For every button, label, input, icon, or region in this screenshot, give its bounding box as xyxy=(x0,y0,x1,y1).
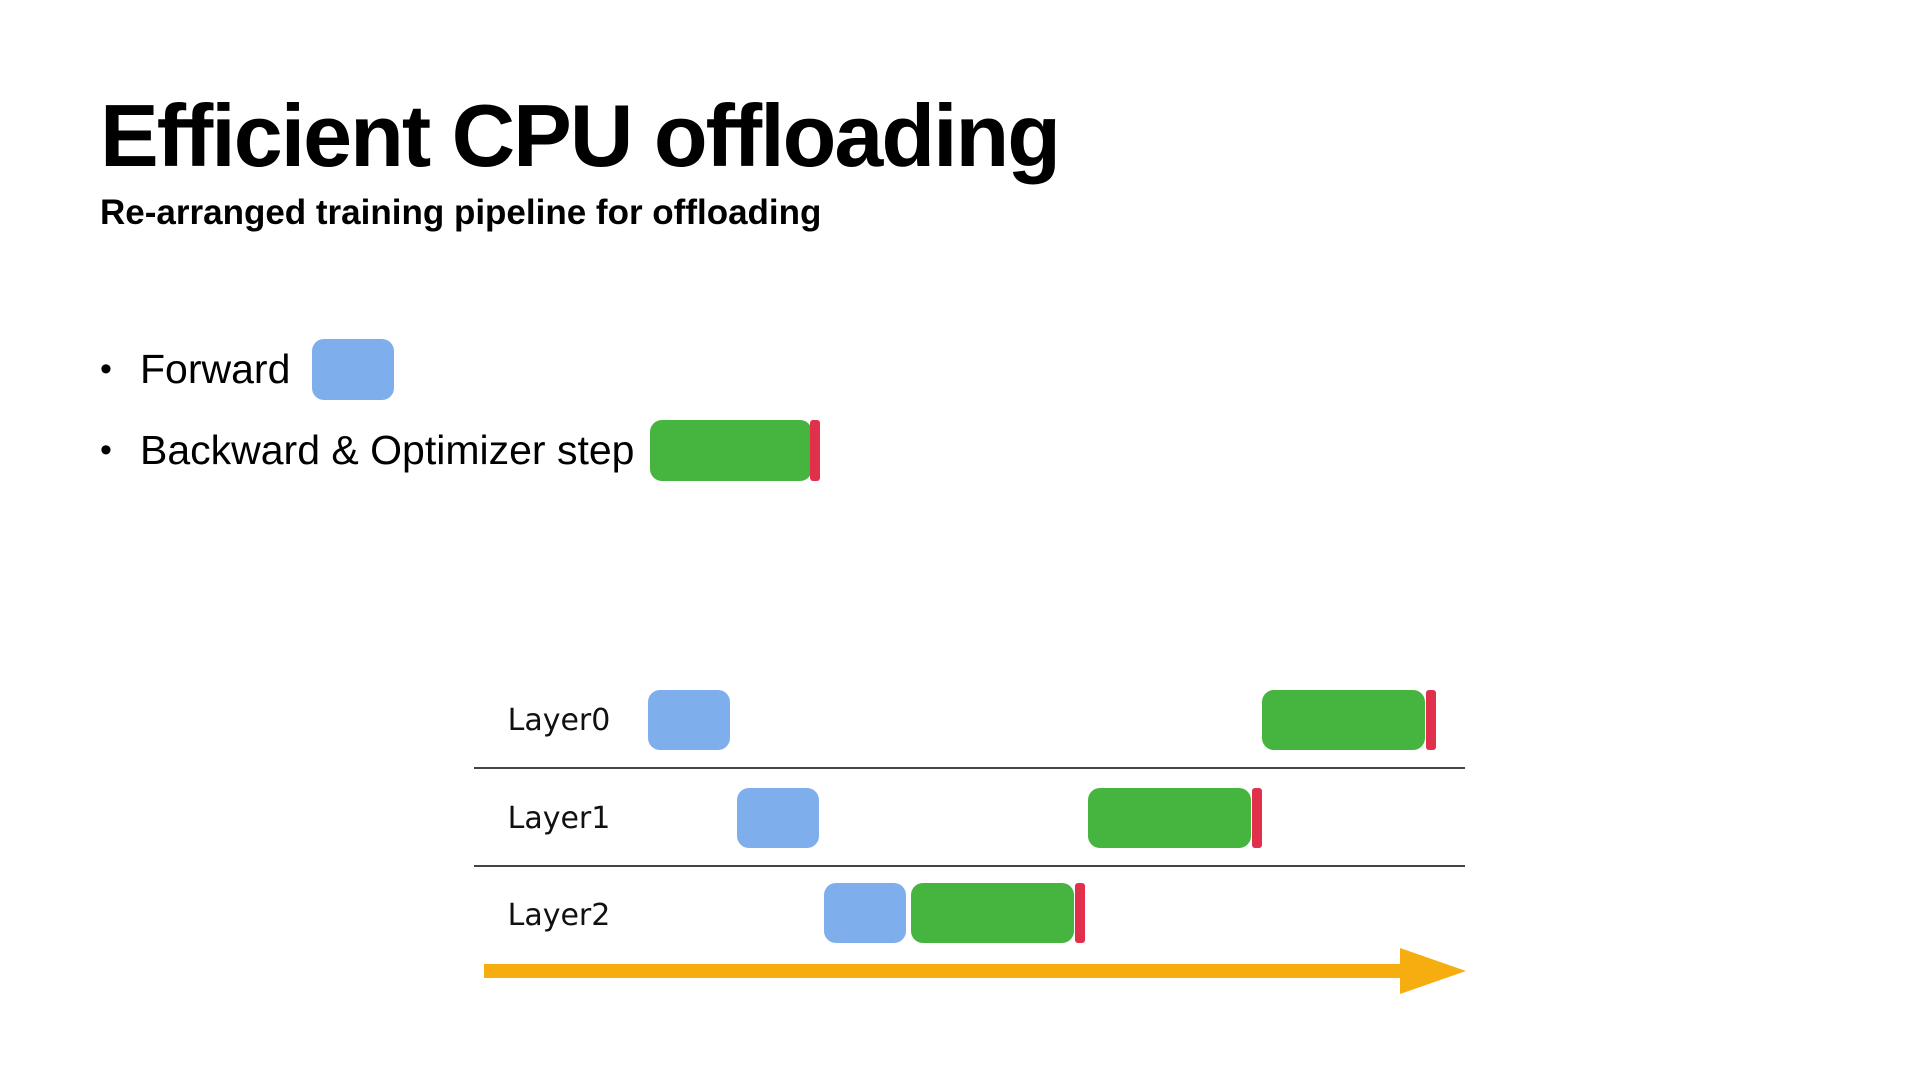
forward-block-layer2 xyxy=(824,883,906,943)
backward-swatch xyxy=(650,419,813,481)
row-label-layer2: Layer2 xyxy=(508,898,611,933)
forward-swatch xyxy=(312,338,395,400)
forward-block-layer0 xyxy=(648,690,730,750)
backward-block-layer0 xyxy=(1262,690,1425,750)
optimizer-step-marker xyxy=(810,419,821,481)
optimizer-step-layer1 xyxy=(1252,788,1262,848)
forward-block-layer1 xyxy=(737,788,819,848)
slide-subtitle: Re-arranged training pipeline for offloa… xyxy=(100,193,822,232)
legend-label-forward: Forward xyxy=(140,345,291,392)
optimizer-step-layer2 xyxy=(1075,883,1085,943)
legend-label-backward: Backward & Optimizer step xyxy=(140,426,635,473)
bullet-icon: • xyxy=(100,431,112,469)
time-arrow xyxy=(484,948,1466,994)
backward-block-layer1 xyxy=(1088,788,1251,848)
slide-title: Efficient CPU offloading xyxy=(100,86,1061,185)
legend-item-backward: • Backward & Optimizer step xyxy=(100,419,821,481)
backward-swatch-group xyxy=(650,419,821,481)
optimizer-step-layer0 xyxy=(1426,690,1436,750)
backward-block-layer2 xyxy=(911,883,1074,943)
legend: • Forward • Backward & Optimizer step xyxy=(100,0,1000,500)
legend-item-forward: • Forward xyxy=(100,338,395,400)
row-label-layer1: Layer1 xyxy=(508,801,611,836)
row-label-layer0: Layer0 xyxy=(508,703,611,738)
bullet-icon: • xyxy=(100,350,112,388)
